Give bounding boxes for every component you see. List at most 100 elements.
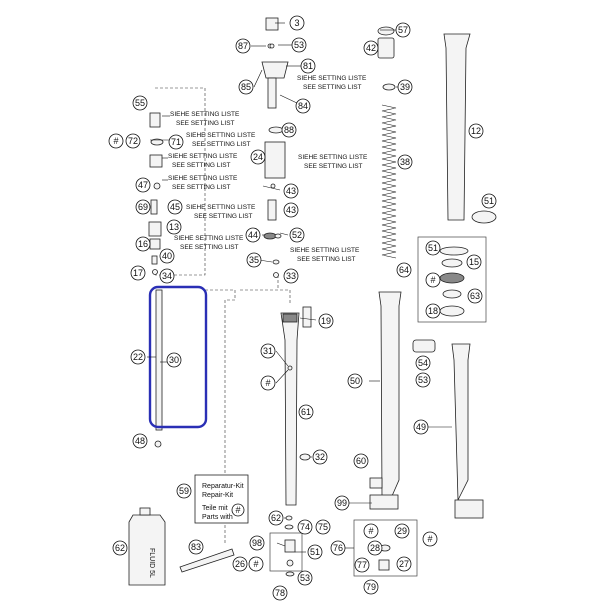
repair-kit-hash: # [231, 503, 245, 517]
note-siehe-1: SIEHE SETTING LISTE [170, 111, 240, 118]
callout-54: 54 [415, 355, 431, 371]
callout-42: 42 [363, 40, 379, 56]
callout-number: 75 [318, 522, 328, 532]
callout-hash: # [422, 531, 438, 547]
left-column-parts [148, 112, 164, 448]
spring-38 [381, 104, 397, 259]
callout-17: 17 [130, 265, 146, 281]
callout-circle [159, 248, 175, 264]
callout-55: 55 [132, 95, 148, 111]
callout-hash: # [108, 133, 124, 149]
callout-circle [295, 98, 311, 114]
callout-circle [260, 375, 276, 391]
callout-circle [246, 252, 262, 268]
callout-number: 87 [238, 41, 248, 51]
svg-text:#: # [235, 505, 240, 515]
callout-30: 30 [166, 352, 182, 368]
callout-24: 24 [250, 149, 266, 165]
callout-number: 76 [333, 543, 343, 553]
callout-circle [466, 254, 482, 270]
callout-number: # [113, 136, 118, 146]
note-see-9: SEE SETTING LIST [297, 256, 356, 263]
callout-number: 22 [133, 352, 143, 362]
callout-circle [166, 352, 182, 368]
callout-circle [315, 519, 331, 535]
callout-circle [135, 199, 151, 215]
callout-75: 75 [315, 519, 331, 535]
note-siehe-4: SIEHE SETTING LISTE [168, 175, 238, 182]
callout-number: 13 [169, 222, 179, 232]
callout-circle [298, 404, 314, 420]
callout-circle [108, 133, 124, 149]
callout-35: 35 [246, 252, 262, 268]
callout-28: 28 [367, 540, 383, 556]
repair-kit-with-en: Parts with [202, 514, 233, 521]
callout-circle [415, 355, 431, 371]
callout-number: 16 [138, 239, 148, 249]
callout-22: 22 [130, 349, 146, 365]
callout-number: 31 [263, 346, 273, 356]
setting-notes: SIEHE SETTING LISTE SEE SETTING LIST SIE… [168, 75, 368, 263]
note-siehe-7: SIEHE SETTING LISTE [297, 75, 367, 82]
callout-number: 48 [135, 436, 145, 446]
callout-50: 50 [347, 373, 363, 389]
callout-72: 72 [125, 133, 141, 149]
callout-84: 84 [295, 98, 311, 114]
callout-number: # [265, 378, 270, 388]
callout-number: 52 [292, 230, 302, 240]
callout-circle [347, 373, 363, 389]
callout-77: 77 [354, 557, 370, 573]
callout-circle [268, 510, 284, 526]
callout-circle [297, 519, 313, 535]
callout-62: 62 [268, 510, 284, 526]
callout-number: # [368, 526, 373, 536]
callout-32: 32 [312, 449, 328, 465]
callout-number: 78 [275, 588, 285, 598]
callout-hash: # [425, 272, 441, 288]
callout-circle [281, 122, 297, 138]
callout-31: 31 [260, 343, 276, 359]
callout-circle [166, 219, 182, 235]
callout-circle [125, 133, 141, 149]
note-siehe-3: SIEHE SETTING LISTE [168, 153, 238, 160]
callout-number: 15 [469, 257, 479, 267]
callout-61: 61 [298, 404, 314, 420]
callout-number: 17 [133, 268, 143, 278]
callout-circle [330, 540, 346, 556]
callout-number: 53 [418, 375, 428, 385]
callout-circle [354, 557, 370, 573]
callout-circle [425, 240, 441, 256]
callout-circle [272, 585, 288, 601]
callout-number: 45 [170, 202, 180, 212]
note-siehe-9: SIEHE SETTING LISTE [290, 247, 360, 254]
repair-kit-card: Reparatur-Kit Repair-Kit Teile mit Parts… [194, 474, 249, 524]
note-siehe-8: SIEHE SETTING LISTE [298, 154, 368, 161]
callout-number: 33 [286, 271, 296, 281]
callout-76: 76 [330, 540, 346, 556]
callout-45: 45 [167, 199, 183, 215]
callout-number: # [253, 559, 258, 569]
callout-number: 28 [370, 543, 380, 553]
callout-circle [297, 570, 313, 586]
callout-circle [307, 544, 323, 560]
repair-kit-de: Reparatur-Kit [202, 483, 244, 490]
callout-48: 48 [132, 433, 148, 449]
callout-number: 59 [179, 486, 189, 496]
callout-circle [130, 349, 146, 365]
callout-74: 74 [297, 519, 313, 535]
callout-number: 99 [337, 498, 347, 508]
callout-number: 39 [400, 82, 410, 92]
grease-tube-98 [179, 548, 235, 573]
callout-87: 87 [235, 38, 251, 54]
callout-27: 27 [396, 556, 412, 572]
spring-column [369, 26, 436, 510]
callout-circle [425, 303, 441, 319]
repair-kit-with-de: Teile mit [202, 505, 228, 512]
callout-88: 88 [281, 122, 297, 138]
callout-53: 53 [297, 570, 313, 586]
callout-33: 33 [283, 268, 299, 284]
callout-number: 32 [315, 452, 325, 462]
note-siehe-2: SIEHE SETTING LISTE [186, 132, 256, 139]
callout-number: 85 [241, 82, 251, 92]
callout-57: 57 [395, 22, 411, 38]
